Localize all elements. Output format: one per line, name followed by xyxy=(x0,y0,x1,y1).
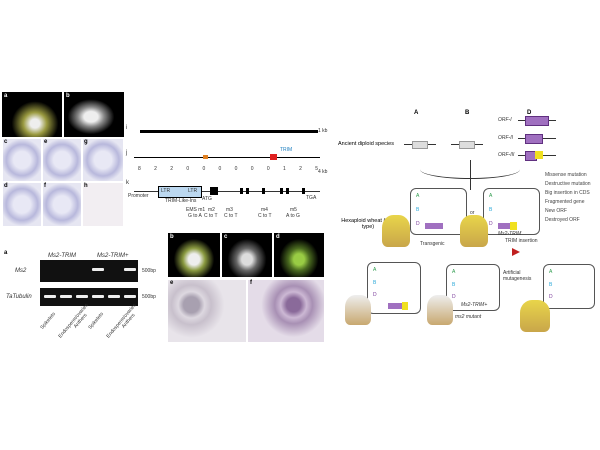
gel-tubulin xyxy=(40,288,138,306)
row-label-tubulin: TaTubulin xyxy=(6,294,32,300)
trim-element xyxy=(158,186,202,198)
chromosome-line-i xyxy=(140,130,318,133)
genome-b-header: B xyxy=(465,110,470,116)
section-h: h xyxy=(82,182,124,227)
or-label: or xyxy=(470,210,475,216)
row-label-i: i xyxy=(126,125,128,131)
section-f: f xyxy=(42,182,82,227)
trim-insertion-label: TRIM insertion xyxy=(505,238,538,244)
orf-1-label: ORF-I xyxy=(498,117,512,123)
panel-label: b xyxy=(66,93,70,99)
ltr-right: LTR xyxy=(188,188,198,194)
gel-ms2 xyxy=(40,260,138,282)
exons xyxy=(240,188,243,194)
wheat-spikelet-wt xyxy=(382,215,410,247)
wt-box-2: A B D Ms2-TRIM xyxy=(483,188,540,237)
gene-a-box xyxy=(412,141,428,149)
ms2-mutant-label: ms2 mutant xyxy=(455,314,482,320)
row-label-j: j xyxy=(126,150,128,156)
orf-3-label: ORF-III xyxy=(498,152,515,158)
gene-b-box xyxy=(459,141,475,149)
gene-structure-line xyxy=(134,191,320,192)
artificial-label: Artificial mutagenesis xyxy=(503,270,532,282)
new-orf xyxy=(535,151,543,159)
trim-like-label: TRIM-Like-Ins xyxy=(165,198,197,204)
hexaploid-label: Hexaploid wheat (wild type) xyxy=(341,218,395,230)
atg-label: ATG xyxy=(202,196,212,202)
wheat-spikelet-wt2 xyxy=(460,215,488,247)
group-label-plus: Ms2-TRIM+ xyxy=(97,253,129,259)
promoter-label: Promoter xyxy=(128,193,149,199)
wheat-spikelet-fertile xyxy=(520,300,550,332)
transgenic-label: Transgenic xyxy=(420,241,445,247)
orf-2-box xyxy=(525,134,543,144)
section-e2: e xyxy=(168,280,246,342)
orange-marker xyxy=(203,155,208,159)
transgenic-box: A B D xyxy=(367,262,421,314)
chromosome-line-j xyxy=(134,157,320,158)
section-d: d xyxy=(2,182,42,227)
photo-b2: b xyxy=(168,233,220,277)
section-c: c xyxy=(2,138,42,182)
row-label-ms2: Ms2 xyxy=(15,268,27,274)
row-label-k: k xyxy=(126,180,129,186)
orf-2-label: ORF-II xyxy=(498,135,513,141)
ancient-label: Ancient diploid species xyxy=(338,141,394,147)
panel-label-a: a xyxy=(4,250,8,256)
genome-a-header: A xyxy=(414,110,419,116)
size-marker: 500bp xyxy=(142,294,156,300)
section-g: g xyxy=(82,138,124,182)
tga-label: TGA xyxy=(306,195,317,201)
ltr-left: LTR xyxy=(161,188,171,194)
ms2-trim-box: A B D Ms2-TRIM+ xyxy=(446,264,500,311)
mutagenesis-box: A B D xyxy=(543,264,595,309)
section-f2: f xyxy=(248,280,324,342)
scale-1kb: 1 kb xyxy=(318,128,328,134)
scale-4kb: 4 kb xyxy=(318,169,328,175)
trim-marker xyxy=(270,154,277,160)
down-arrow xyxy=(470,160,471,190)
size-marker: 500bp xyxy=(142,268,156,274)
wheat-spikelet-sterile xyxy=(345,295,371,325)
wheat-spikelet-ms2 xyxy=(427,295,453,325)
panel-label: a xyxy=(4,93,8,99)
group-label-minus: Ms2-TRIM xyxy=(48,253,76,259)
photo-b: b xyxy=(64,92,124,137)
photo-d2: d xyxy=(274,233,324,277)
section-e: e xyxy=(42,138,82,182)
orf-1-box xyxy=(525,116,549,126)
trim-label: TRIM xyxy=(280,147,293,153)
trim-arrow-icon xyxy=(512,248,520,256)
photo-c2: c xyxy=(222,233,272,277)
exons xyxy=(210,187,218,195)
wt-box-1: A B D xyxy=(410,188,467,235)
genome-d-header: D xyxy=(527,110,532,116)
photo-a: a xyxy=(2,92,62,137)
